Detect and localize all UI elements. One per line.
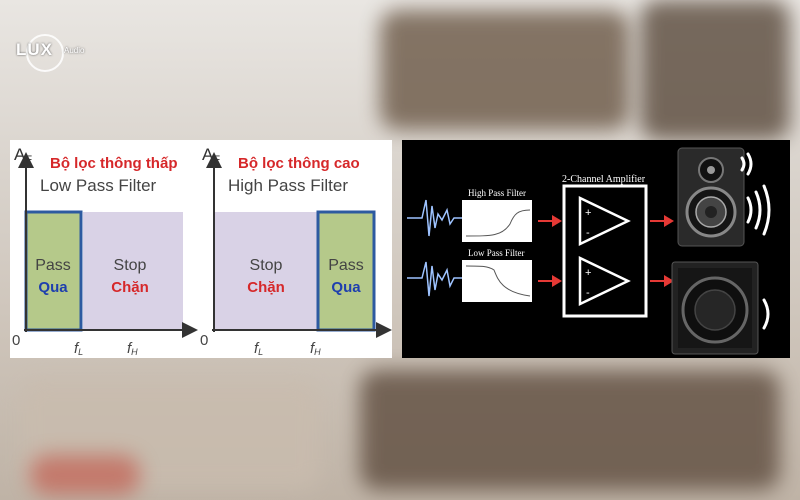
amp-top-minus: -: [586, 227, 590, 239]
hp-filter-label: High Pass Filter: [468, 188, 526, 198]
hp-filter-graph: [462, 200, 532, 242]
high-pass-diagram: AF Bộ lọc thông cao High Pass Filter Sto…: [200, 145, 392, 357]
bg-speaker-stack: [380, 10, 630, 130]
lp-filter-graph: [462, 260, 532, 302]
arrow-hp-to-amp: [538, 215, 562, 227]
lpf-title-en: Low Pass Filter: [40, 176, 157, 195]
amp-bottom-minus: -: [586, 287, 590, 299]
bg-speaker-bottom: [360, 370, 780, 490]
signal-chain-svg: High Pass Filter Low Pass Filter 2-Chann…: [407, 147, 771, 355]
amp-triangle-bottom: [578, 256, 631, 306]
arrow-amp-to-monitor: [650, 215, 674, 227]
sound-waves-icon-bottom: [762, 298, 770, 330]
lpf-stop-en: Stop: [114, 257, 147, 274]
amp-top-plus: +: [585, 207, 591, 219]
hpf-axis-label: AF: [202, 145, 220, 166]
input-waveform-top: [407, 199, 462, 237]
lpf-stop-region: [83, 212, 183, 330]
sound-waves-icon-top: [740, 152, 771, 236]
hpf-fh-label: fH: [310, 340, 321, 357]
amp-triangle-top: [578, 196, 631, 246]
logo-brand: LUX: [16, 40, 53, 59]
lpf-origin: 0: [12, 332, 20, 349]
hpf-stop-en: Stop: [250, 257, 283, 274]
amp-label: 2-Channel Amplifier: [562, 174, 646, 185]
hpf-pass-vi: Qua: [331, 279, 361, 296]
hpf-title-en: High Pass Filter: [228, 176, 348, 195]
hpf-pass-region: [316, 210, 376, 332]
low-pass-diagram: AF Bộ lọc thông thấp Low Pass Filter Pas…: [12, 145, 198, 357]
hpf-origin: 0: [200, 332, 208, 349]
hpf-title-vi: Bộ lọc thông cao: [238, 155, 360, 172]
input-waveform-bottom: [407, 261, 462, 297]
hpf-stop-region: [214, 212, 317, 330]
hpf-stop-vi: Chặn: [247, 279, 285, 296]
arrow-lp-to-amp: [538, 275, 562, 287]
studio-monitor-speaker: [677, 147, 745, 247]
lpf-fl-label: fL: [74, 340, 83, 357]
signal-chain-panel: High Pass Filter Low Pass Filter 2-Chann…: [402, 140, 790, 358]
lpf-fh-label: fH: [127, 340, 138, 357]
filter-diagrams-svg: AF Bộ lọc thông thấp Low Pass Filter Pas…: [12, 145, 392, 357]
lpf-pass-en: Pass: [35, 257, 71, 274]
lpf-pass-region: [24, 210, 83, 332]
lpf-title-vi: Bộ lọc thông thấp: [50, 155, 177, 172]
lpf-axis-label: AF: [14, 145, 32, 166]
lpf-stop-vi: Chặn: [111, 279, 149, 296]
lp-filter-label: Low Pass Filter: [468, 248, 525, 258]
amplifier-box: [562, 184, 648, 318]
arrow-amp-to-sub: [650, 275, 674, 287]
lux-audio-logo: LUX Audio: [14, 34, 104, 74]
bg-red-accent: [30, 455, 140, 495]
hpf-pass-en: Pass: [328, 257, 364, 274]
logo-ring-icon: [26, 34, 64, 72]
bg-speaker-right: [640, 0, 790, 140]
amp-bottom-plus: +: [585, 267, 591, 279]
filter-diagram-panel: AF Bộ lọc thông thấp Low Pass Filter Pas…: [10, 140, 392, 358]
subwoofer-speaker: [671, 261, 759, 355]
lpf-pass-vi: Qua: [38, 279, 68, 296]
hpf-fl-label: fL: [254, 340, 263, 357]
logo-sub: Audio: [64, 46, 85, 55]
